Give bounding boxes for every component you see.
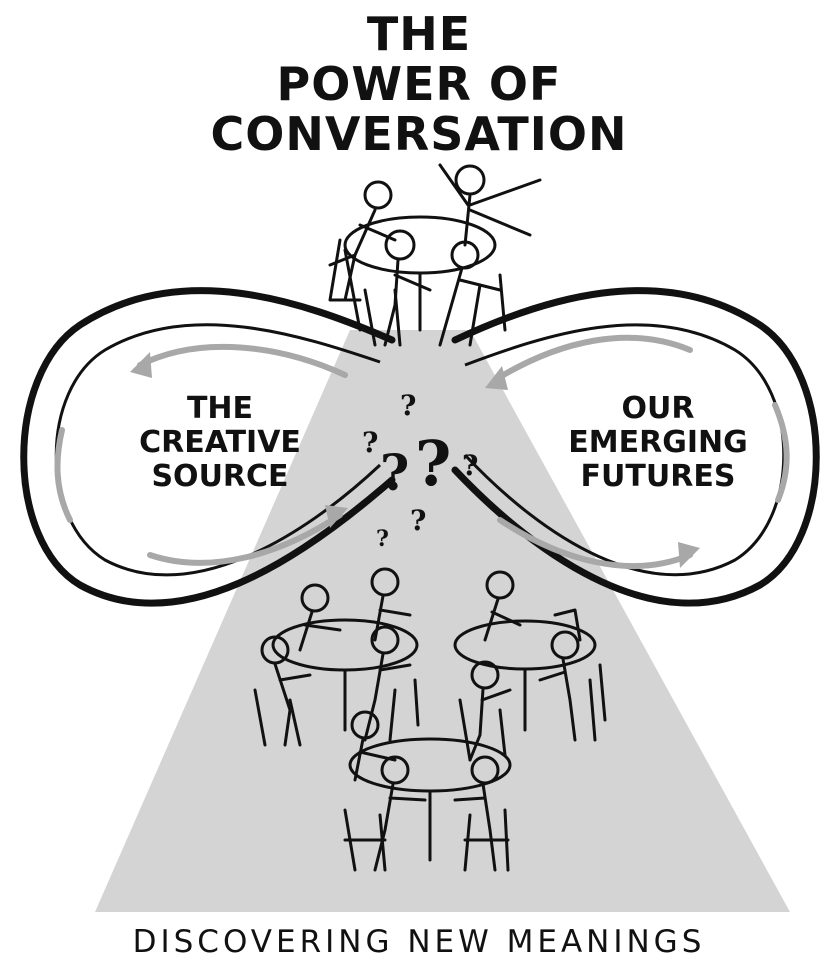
- right-loop-label-line-2: EMERGING: [568, 425, 747, 460]
- chair-icon: [588, 663, 607, 742]
- chair-icon: [343, 808, 387, 872]
- left-loop-label-line-3: SOURCE: [151, 459, 288, 494]
- person-head-icon: [454, 164, 486, 196]
- person-head-icon: [450, 240, 480, 270]
- person-head-icon: [370, 625, 400, 655]
- title-line-3: CONVERSATION: [210, 107, 627, 161]
- chair-icon: [463, 808, 510, 872]
- person-head-icon: [470, 660, 500, 690]
- flow-arrow: [492, 334, 693, 383]
- person-body-icon: [438, 163, 542, 247]
- question-mark-icon: ?: [462, 449, 478, 482]
- flow-arrows: [54, 334, 790, 569]
- arrowhead: [130, 352, 152, 378]
- left-loop-label-line-2: CREATIVE: [139, 425, 301, 460]
- question-mark-icon: ?: [376, 526, 389, 552]
- flow-arrow: [137, 343, 348, 378]
- question-mark-icon: ?: [400, 389, 416, 422]
- right-loop-label: OUR EMERGING FUTURES: [568, 391, 747, 494]
- person-head-icon: [384, 229, 416, 261]
- left-loop-label: THE CREATIVE SOURCE: [139, 391, 301, 494]
- chair-icon: [458, 698, 507, 762]
- question-marks-cluster: ? ? ? ? ? ? ?: [362, 389, 478, 552]
- question-mark-icon: ?: [410, 504, 426, 537]
- right-loop-label-line-1: OUR: [622, 391, 695, 426]
- chair-icon: [388, 678, 420, 742]
- person-body-icon: [363, 652, 412, 742]
- flow-arrow: [147, 512, 343, 566]
- lower-left-table-group: [253, 567, 420, 747]
- question-mark-icon: ?: [415, 427, 451, 500]
- person-head-icon: [300, 583, 330, 613]
- arrowhead: [485, 366, 508, 390]
- top-table-group: [328, 163, 542, 347]
- person-head-icon: [470, 755, 500, 785]
- person-body-icon: [373, 594, 412, 642]
- question-mark-icon: ?: [362, 426, 378, 459]
- person-body-icon: [273, 662, 312, 747]
- chair-icon: [363, 288, 402, 347]
- question-mark-icon: ?: [380, 443, 409, 502]
- bottom-caption: DISCOVERING NEW MEANINGS: [133, 924, 706, 960]
- person-body-icon: [453, 782, 497, 872]
- person-body-icon: [373, 782, 427, 872]
- person-body-icon: [538, 657, 577, 742]
- left-loop-label-line-1: THE: [187, 391, 253, 426]
- title-line-1: THE: [367, 7, 471, 61]
- chair-icon: [468, 273, 507, 347]
- bottom-table-group: [343, 710, 512, 872]
- chair-icon: [553, 608, 582, 642]
- person-head-icon: [380, 755, 410, 785]
- right-loop-label-line-3: FUTURES: [581, 459, 736, 494]
- person-body-icon: [483, 597, 522, 642]
- diagram-title: THE POWER OF CONVERSATION: [210, 7, 627, 161]
- person-head-icon: [363, 180, 393, 210]
- person-body-icon: [328, 208, 397, 302]
- person-head-icon: [550, 630, 580, 660]
- title-line-2: POWER OF: [277, 57, 562, 111]
- person-head-icon: [350, 710, 380, 740]
- person-body-icon: [468, 687, 512, 762]
- lower-right-table-group: [453, 570, 607, 762]
- chair-icon: [328, 238, 362, 332]
- flow-arrow: [772, 402, 790, 503]
- flow-arrow: [497, 517, 693, 569]
- person-head-icon: [485, 570, 515, 600]
- conversation-cone: [95, 330, 790, 912]
- flow-arrowheads: [130, 352, 700, 568]
- chair-icon: [253, 688, 302, 747]
- arrowhead: [325, 505, 348, 528]
- right-loop-outer-stroke: [451, 287, 820, 607]
- left-loop-outer-stroke: [20, 287, 396, 607]
- infinity-loop: [20, 287, 820, 607]
- person-body-icon: [298, 610, 342, 652]
- person-head-icon: [370, 567, 400, 597]
- flow-arrow: [54, 427, 73, 523]
- arrowhead: [678, 542, 700, 568]
